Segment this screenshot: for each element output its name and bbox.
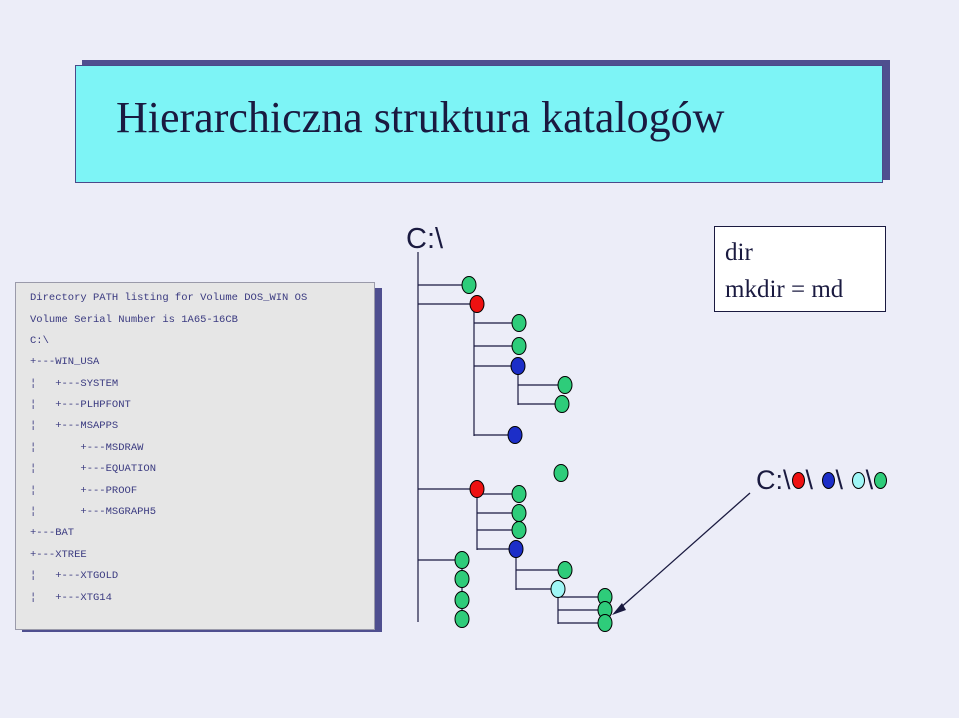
directory-listing-panel: Directory PATH listing for Volume DOS_WI…	[15, 282, 375, 630]
listing-line: ¦ +---XTG14	[30, 592, 112, 604]
listing-line: +---XTREE	[30, 549, 87, 561]
path-node-cyan	[851, 472, 865, 490]
listing-line: +---BAT	[30, 527, 75, 539]
command-mkdir: mkdir = md	[725, 276, 844, 303]
listing-line: ¦ +---SYSTEM	[30, 378, 119, 390]
tree-node-green	[454, 570, 470, 588]
tree-node-green	[511, 314, 527, 332]
tree-node-blue	[510, 357, 526, 375]
listing-line: +---WIN_USA	[30, 356, 100, 368]
path-node-blue	[821, 472, 835, 490]
path-separator: \	[805, 465, 814, 496]
path-separator: \	[865, 465, 874, 496]
title-box: Hierarchiczna struktura katalogów	[75, 65, 883, 183]
listing-line: ¦ +---EQUATION	[30, 463, 157, 475]
tree-root-label: C:\	[406, 223, 444, 255]
tree-node-green	[557, 561, 573, 579]
tree-node-cyan	[550, 580, 566, 598]
tree-node-blue	[507, 426, 523, 444]
tree-node-green	[511, 337, 527, 355]
tree-node-green	[454, 610, 470, 628]
tree-node-green	[554, 395, 570, 413]
tree-node-green	[557, 376, 573, 394]
tree-node-green	[511, 485, 527, 503]
listing-line: Volume Serial Number is 1A65-16CB	[30, 314, 238, 326]
arrow-to-subtree	[612, 492, 751, 615]
slide-title: Hierarchiczna struktura katalogów	[116, 93, 725, 142]
tree-node-blue	[508, 540, 524, 558]
path-separator: \	[835, 465, 844, 496]
path-node-red	[791, 472, 805, 490]
command-dir: dir	[725, 239, 753, 266]
listing-line: ¦ +---MSAPPS	[30, 420, 119, 432]
tree-node-green	[454, 591, 470, 609]
listing-line: ¦ +---PROOF	[30, 485, 138, 497]
listing-line: ¦ +---PLHPFONT	[30, 399, 131, 411]
tree-node-green	[553, 464, 569, 482]
tree-node-green	[461, 276, 477, 294]
path-node-green	[874, 472, 888, 490]
listing-line: C:\	[30, 335, 49, 347]
path-prefix: C:\	[756, 465, 791, 496]
tree-node-red	[469, 295, 485, 313]
tree-node-red	[469, 480, 485, 498]
listing-line: ¦ +---XTGOLD	[30, 570, 119, 582]
commands-box: dir mkdir = md	[714, 226, 886, 312]
listing-line: ¦ +---MSDRAW	[30, 442, 144, 454]
tree-node-green	[454, 551, 470, 569]
tree-node-green	[511, 521, 527, 539]
tree-node-green	[511, 504, 527, 522]
listing-line: ¦ +---MSGRAPH5	[30, 506, 157, 518]
path-example: C:\ \ \ \	[756, 464, 888, 500]
listing-line: Directory PATH listing for Volume DOS_WI…	[30, 292, 308, 304]
tree-node-green	[597, 614, 613, 632]
